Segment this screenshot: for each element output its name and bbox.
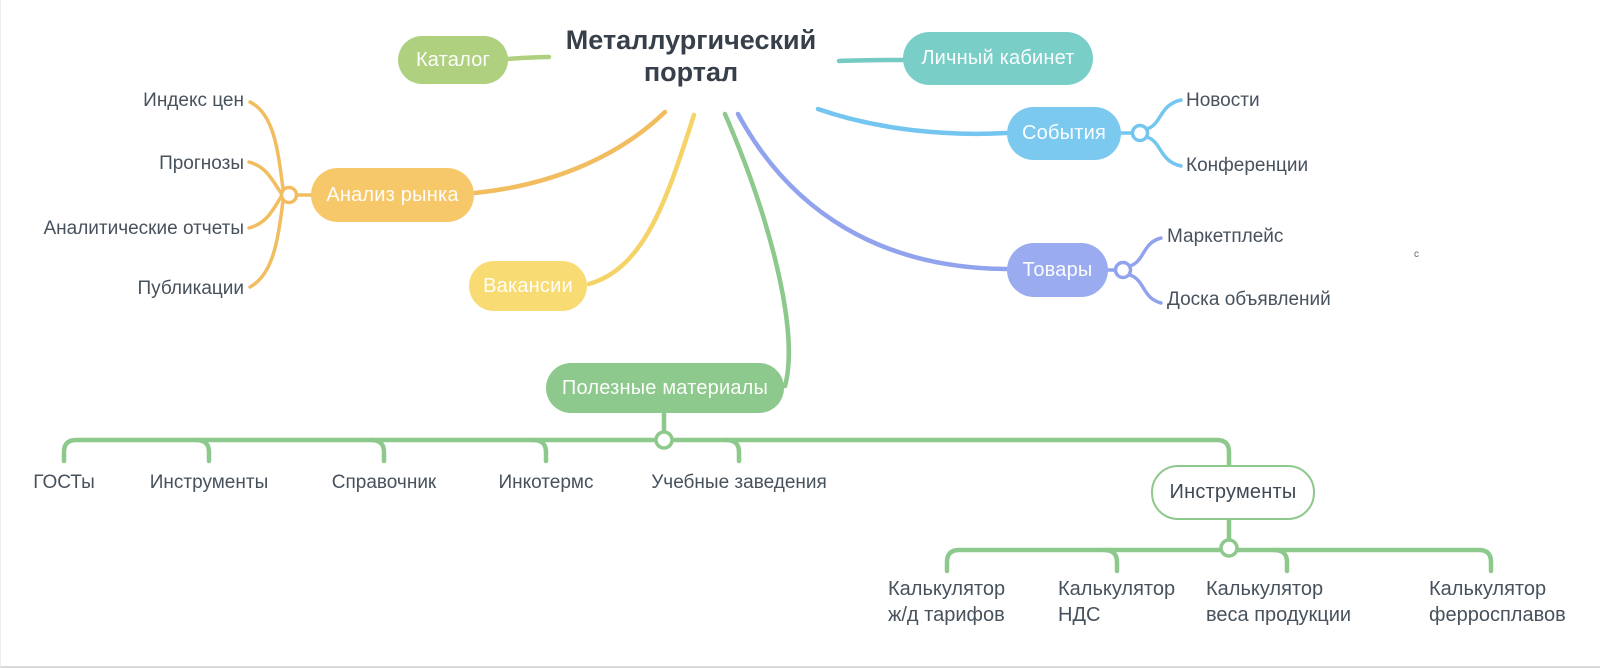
root-title-line1: Металлургический [565,25,817,55]
edge-root-events [815,106,1009,137]
materials-stub [530,437,549,464]
branch-collapse-handle[interactable] [1130,123,1150,143]
edge-events-child [1145,135,1183,168]
leaf-marketplace[interactable]: Маркетплейс [1167,226,1284,247]
tools-stub [1271,547,1290,574]
edge-root-vacancies [586,112,697,287]
node-catalog[interactable]: Каталог [398,36,508,84]
calc-label-line2: ж/д тарифов [888,604,1005,626]
leaf-news[interactable]: Новости [1186,90,1260,111]
edge-root-market [472,109,668,196]
edge-root-goods [735,111,1009,272]
leaf-calc-vat[interactable]: Калькулятор НДС [1058,576,1175,628]
calc-label-line2: веса продукции [1206,604,1352,626]
branch-collapse-handle[interactable] [1113,260,1133,280]
edge-market-child [248,100,285,191]
edge-goods-child [1128,273,1163,305]
node-materials[interactable]: Полезные материалы [546,363,784,413]
leaf-forecasts[interactable]: Прогнозы [159,153,244,174]
node-vacancies[interactable]: Вакансии [469,261,587,311]
stray-text-artifact: с [1414,249,1419,260]
leaf-publications[interactable]: Публикации [137,278,244,299]
tools-stub [1101,547,1120,574]
leaf-price-index[interactable]: Индекс цен [143,90,244,111]
leaf-calc-ferroalloys[interactable]: Калькулятор ферросплавов [1429,576,1566,628]
edge-root-materials [722,111,792,389]
leaf-schools[interactable]: Учебные заведения [651,472,827,493]
branch-collapse-handle[interactable] [1219,538,1239,558]
leaf-conferences[interactable]: Конференции [1186,155,1309,176]
edge-market-child [247,195,283,230]
branch-collapse-handle[interactable] [279,185,299,205]
edge-root-catalog [504,54,552,62]
branch-collapse-handle[interactable] [654,430,674,450]
leaf-calc-product-weight[interactable]: Калькулятор веса продукции [1206,576,1351,628]
leaf-instruments[interactable]: Инструменты [149,472,269,493]
materials-stub [723,437,742,464]
edge-root-account [836,57,905,64]
tools-bracket [944,547,1494,574]
root-title-line2: портал [643,57,739,87]
edge-goods-child [1128,236,1163,268]
edge-market-child [247,160,283,195]
node-goods[interactable]: Товары [1007,243,1108,297]
leaf-calc-rail-tariffs[interactable]: Калькулятор ж/д тарифов [888,576,1005,628]
calc-label-line1: Калькулятор [888,578,1006,600]
leaf-bulletin-board[interactable]: Доска объявлений [1167,289,1331,310]
calc-label-line2: ферросплавов [1429,604,1566,626]
node-account[interactable]: Личный кабинет [903,32,1093,85]
node-market[interactable]: Анализ рынка [311,168,474,222]
calc-label-line1: Калькулятор [1206,578,1324,600]
calc-label-line1: Калькулятор [1058,578,1176,600]
materials-stub [193,437,212,464]
node-events[interactable]: События [1007,107,1121,160]
node-tools[interactable]: Инструменты [1151,465,1315,520]
materials-stub [368,437,387,464]
materials-bracket [61,437,1232,468]
leaf-incoterms[interactable]: Инкотермс [498,472,594,493]
edge-market-child [248,199,285,289]
root-node-title[interactable]: Металлургический портал [541,24,841,88]
leaf-gosts[interactable]: ГОСТы [33,472,95,493]
leaf-analytic-reports[interactable]: Аналитические отчеты [43,218,244,239]
calc-label-line1: Калькулятор [1429,578,1547,600]
leaf-handbook[interactable]: Справочник [331,472,437,493]
edge-events-child [1145,98,1183,131]
calc-label-line2: НДС [1058,604,1101,626]
